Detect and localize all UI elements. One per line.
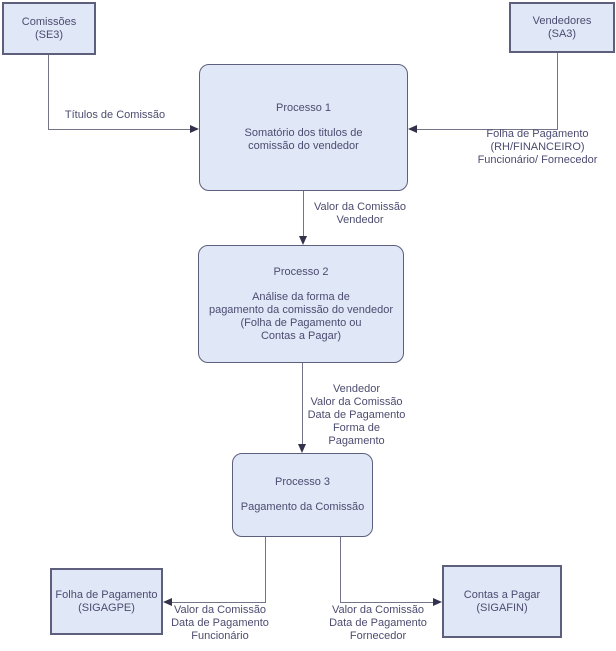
edge-label-folha-rh-line1: Folha de Pagamento: [486, 128, 589, 140]
edge-label-valor-vendedor-line2: Vendedor: [336, 214, 384, 226]
node-comissoes: Comissões (SE3): [2, 2, 96, 55]
arrowhead-p1-p2-icon: [299, 236, 307, 245]
node-processo1-body2: comissão do vendedor: [248, 140, 359, 152]
edge-label-fornecedor-line2: Data de Pagamento: [329, 617, 427, 629]
edge-label-funcionario-line1: Valor da Comissão: [173, 604, 267, 616]
connector-comissoes-v: [48, 55, 49, 129]
edge-label-titulos-comissao: Títulos de Comissão: [40, 109, 190, 122]
node-processo2-body4: Contas a Pagar): [260, 329, 342, 342]
arrowhead-folha-icon: [163, 598, 172, 606]
edge-label-valor-vendedor: Valor da Comissão Vendedor: [309, 201, 411, 227]
edge-label-vendedor-detalhes-line2: Valor da Comissão: [310, 396, 403, 408]
connector-p3-folha-v: [265, 537, 266, 602]
node-contas-line1: Contas a Pagar: [463, 588, 541, 601]
edge-label-folha-rh-line2: (RH/FINANCEIRO): [490, 141, 585, 153]
edge-label-valor-vendedor-line1: Valor da Comissão: [313, 201, 407, 213]
edge-label-funcionario-line3: Funcionário: [191, 630, 249, 642]
edge-label-saida-fornecedor: Valor da Comissão Data de Pagamento Forn…: [320, 604, 436, 643]
node-comissoes-line1: Comissões: [21, 15, 77, 28]
node-processo2-title: Processo 2: [273, 265, 329, 278]
connector-p3-contas-h: [340, 602, 433, 603]
edge-label-folha-rh-line3: Funcionário/ Fornecedor: [477, 154, 598, 166]
node-vendedores-line1: Vendedores: [532, 14, 592, 27]
node-folha-line1: Folha de Pagamento: [55, 588, 158, 601]
connector-p1-p2: [303, 191, 304, 237]
node-processo3-body1: Pagamento da Comissão: [240, 501, 365, 513]
node-vendedores-line2: (SA3): [547, 27, 577, 40]
node-processo1-title: Processo 1: [275, 102, 332, 114]
node-folha-line2: (SIGAGPE): [78, 601, 135, 614]
connector-comissoes-h: [48, 129, 191, 130]
connector-p3-contas-v: [340, 537, 341, 602]
node-processo3-title: Processo 3: [274, 476, 331, 488]
edge-label-funcionario-line2: Data de Pagamento: [171, 617, 269, 629]
node-processo3: Processo 3 Pagamento da Comissão: [232, 453, 373, 537]
node-processo1: Processo 1 Somatório dos titulos de comi…: [199, 64, 408, 191]
node-contas-line2: (SIGAFIN): [476, 601, 528, 614]
arrowhead-p2-p3-icon: [298, 444, 306, 453]
edge-label-saida-funcionario: Valor da Comissão Data de Pagamento Func…: [162, 604, 278, 643]
node-comissoes-line2: (SE3): [34, 28, 64, 41]
edge-label-titulos-line1: Títulos de Comissão: [64, 109, 166, 121]
node-processo2-body2: pagamento da comissão do vendedor: [208, 303, 394, 316]
node-processo2: Processo 2 Análise da forma de pagamento…: [198, 245, 404, 363]
arrowhead-comissoes-icon: [190, 125, 199, 133]
node-vendedores: Vendedores (SA3): [509, 2, 615, 53]
arrowhead-vendedores-icon: [408, 125, 417, 133]
node-processo1-body1: Somatório dos titulos de: [244, 127, 363, 139]
edge-label-vendedor-detalhes: Vendedor Valor da Comissão Data de Pagam…: [305, 383, 408, 448]
node-folha-pagamento: Folha de Pagamento (SIGAGPE): [50, 568, 163, 635]
node-contas-pagar: Contas a Pagar (SIGAFIN): [442, 565, 562, 638]
node-processo2-body3: (Folha de Pagamento ou: [240, 316, 362, 329]
edge-label-vendedor-detalhes-line1: Vendedor: [332, 383, 381, 395]
connector-vendedores-h: [417, 129, 558, 130]
arrowhead-contas-icon: [433, 598, 442, 606]
connector-vendedores-v: [557, 53, 558, 129]
edge-label-fornecedor-line3: Fornecedor: [349, 630, 407, 642]
node-processo2-body1: Análise da forma de: [252, 290, 350, 303]
edge-label-folha-rh: Folha de Pagamento (RH/FINANCEIRO) Funci…: [460, 128, 615, 167]
connector-p3-folha-h: [172, 602, 266, 603]
edge-label-vendedor-detalhes-line4: Forma de Pagamento: [328, 422, 385, 447]
edge-label-fornecedor-line1: Valor da Comissão: [331, 604, 425, 616]
edge-label-vendedor-detalhes-line3: Data de Pagamento: [307, 409, 406, 421]
connector-p2-p3: [302, 363, 303, 444]
